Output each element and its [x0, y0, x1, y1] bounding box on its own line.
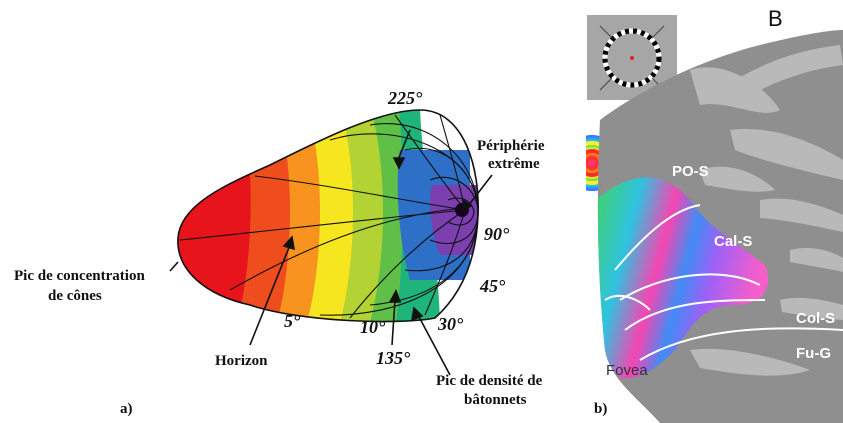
panel-b: PO-S Cal-S Col-S Fu-G Fovea B b): [560, 6, 843, 423]
label-45: 45°: [479, 276, 506, 296]
label-90: 90°: [484, 224, 510, 244]
inflated-cortex: [597, 30, 843, 423]
egg-bands: [177, 110, 479, 322]
label-peripherie: Périphérie extrême: [477, 138, 548, 172]
egg-grid: [179, 114, 479, 319]
label-30: 30°: [437, 314, 464, 334]
label-pic-batonnets: Pic de densité de bâtonnets: [436, 373, 546, 408]
panel-a: 225° Périphérie extrême 90° 45° 30° 10° …: [14, 88, 548, 417]
band-yellow-green: [338, 110, 391, 322]
label-10: 10°: [360, 317, 386, 337]
label-225: 225°: [387, 88, 423, 108]
retinotopic-map: [597, 177, 769, 379]
label-horizon: Horizon: [215, 353, 268, 369]
stimulus-thumbnail: [587, 15, 677, 100]
label-cal-s: Cal-S: [714, 233, 752, 250]
gyri: [690, 45, 843, 376]
panel-a-arrows: [169, 129, 493, 376]
label-fovea: Fovea: [606, 362, 648, 379]
label-col-s: Col-S: [796, 310, 835, 327]
band-yellow: [305, 110, 361, 322]
label-pic-cones: Pic de concentration de cônes: [14, 268, 149, 304]
label-fu-g: Fu-G: [796, 345, 831, 362]
caption-b: b): [594, 401, 607, 417]
label-135: 135°: [376, 348, 411, 368]
panel-letter-b: B: [768, 6, 783, 31]
band-purple: [430, 185, 479, 255]
caption-a: a): [120, 401, 133, 417]
label-5: 5°: [284, 311, 301, 331]
label-po-s: PO-S: [672, 163, 709, 180]
sulcus-lines: [604, 204, 843, 361]
